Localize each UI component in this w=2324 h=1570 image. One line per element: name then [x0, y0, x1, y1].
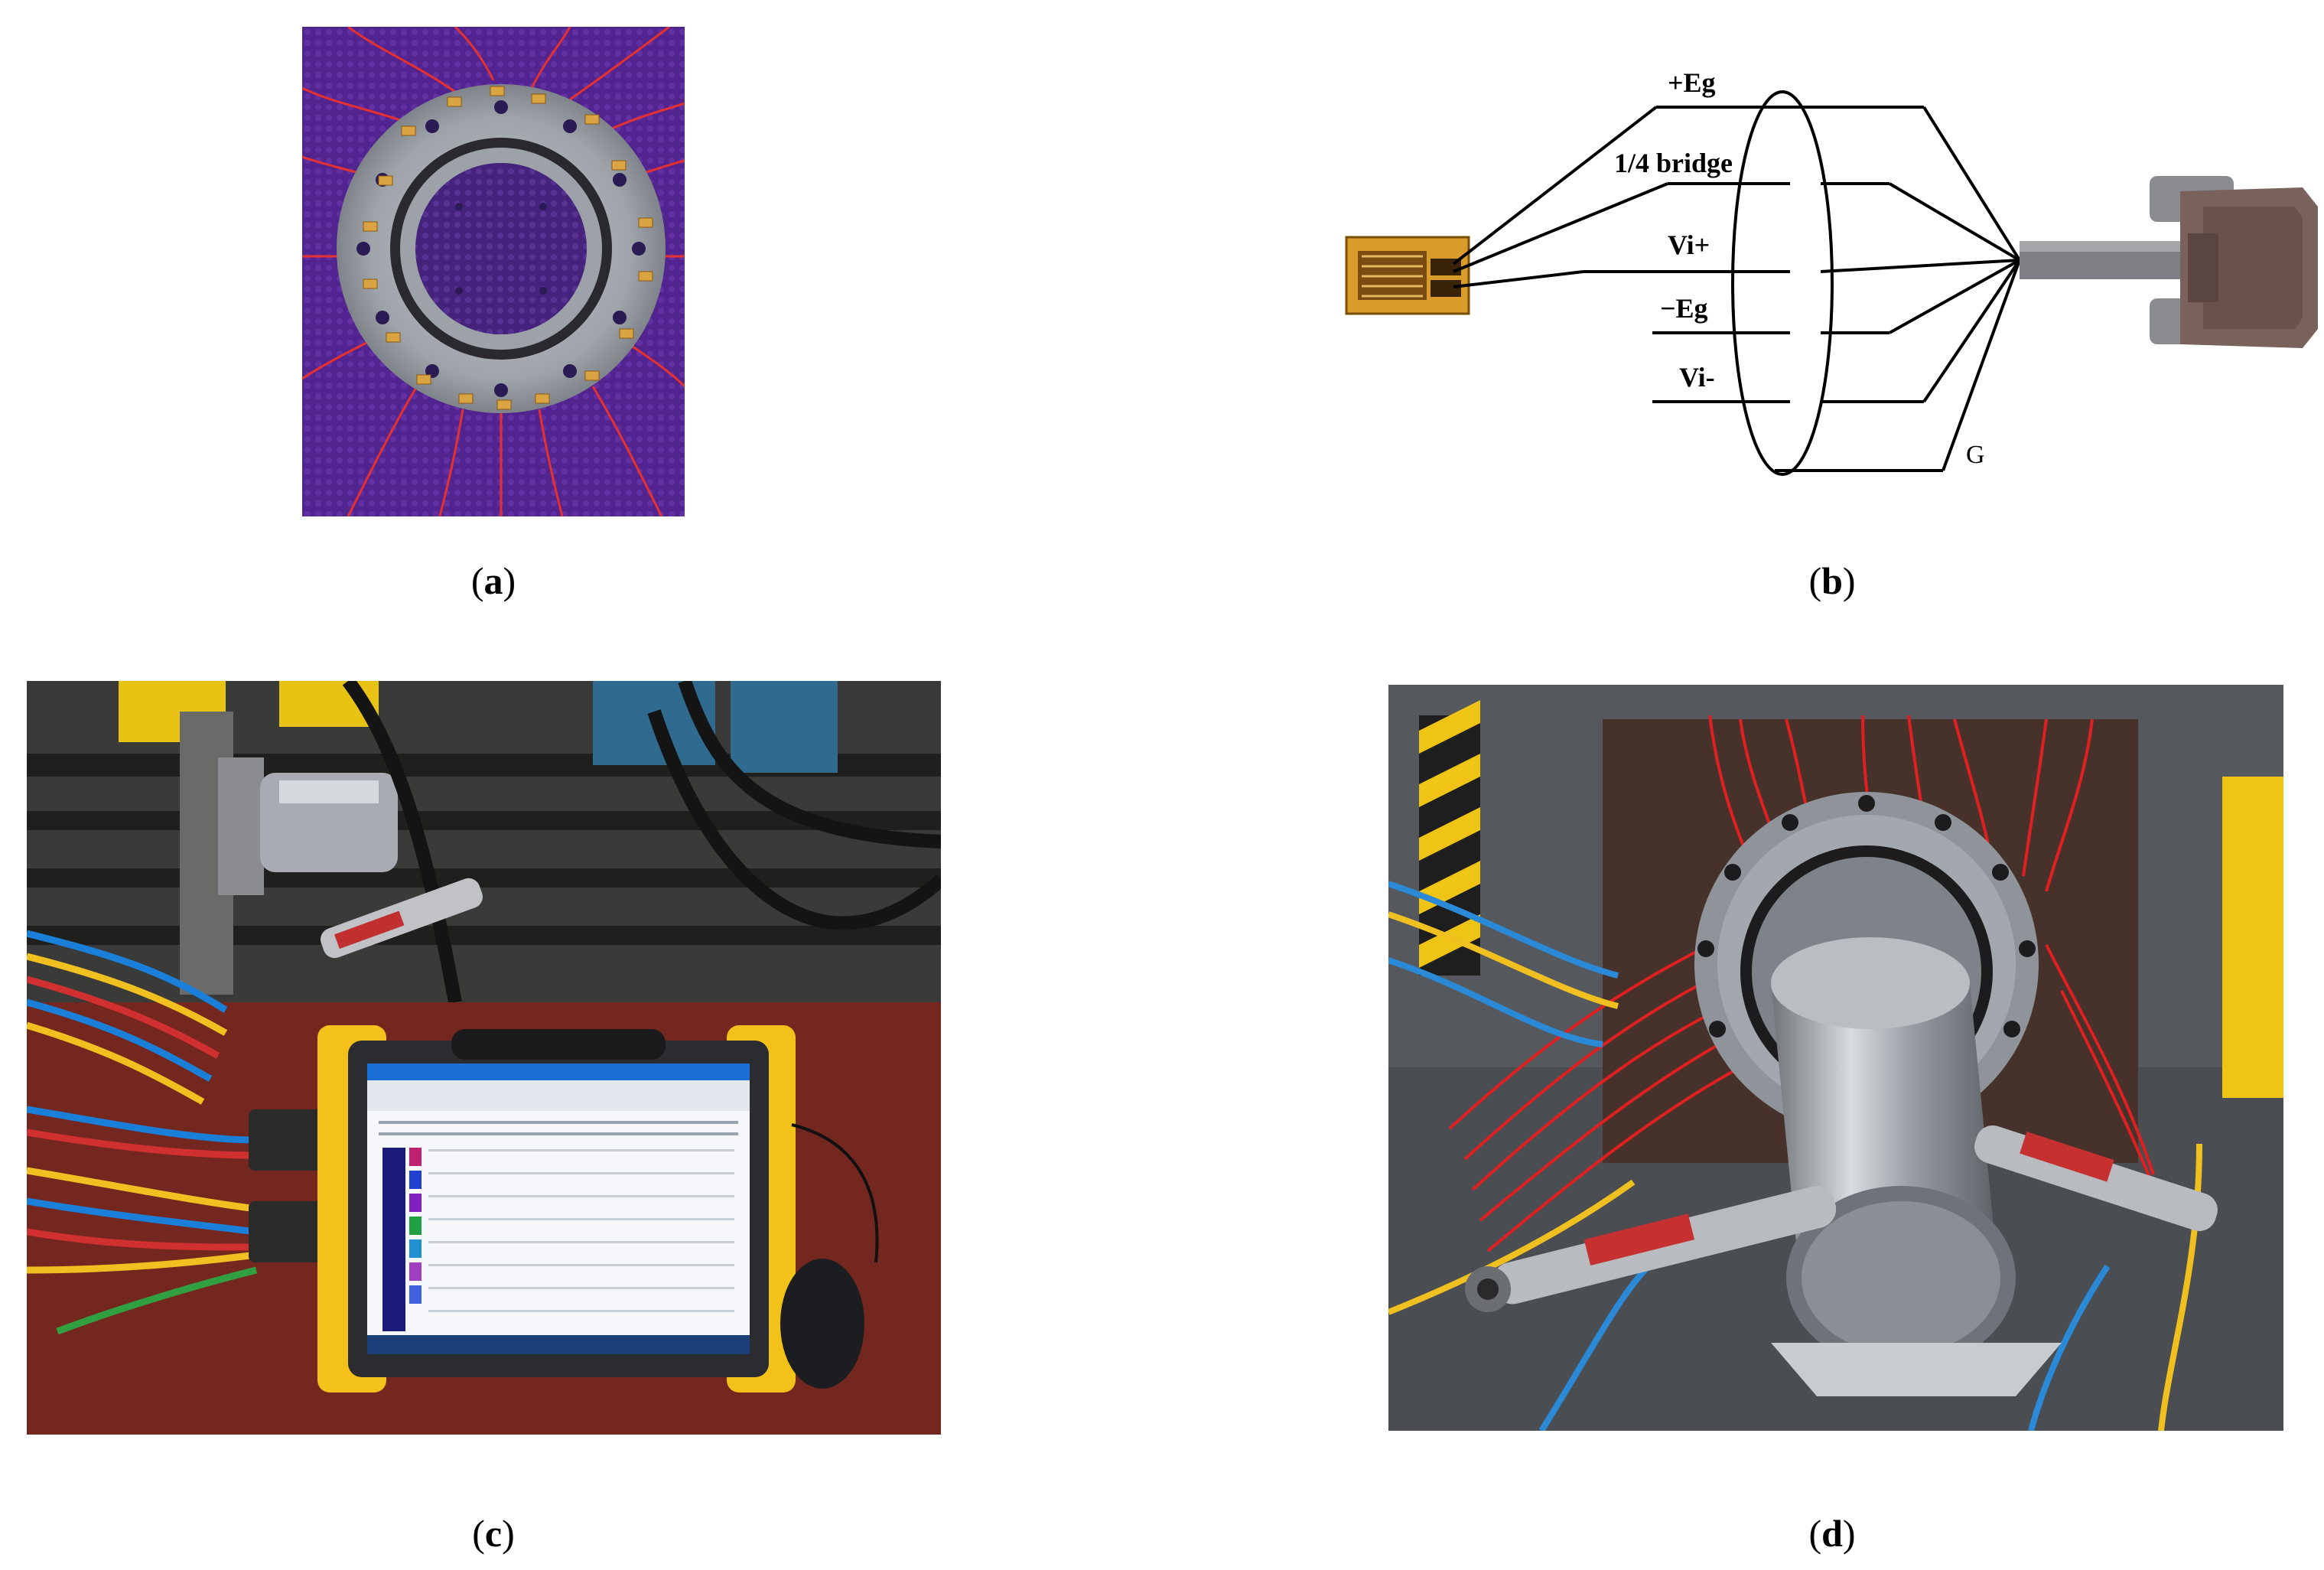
caption-a: (a)	[470, 559, 516, 602]
label-quarter-bridge: 1/4 bridge	[1614, 148, 1733, 178]
label-vi-plus: Vi+	[1668, 230, 1710, 260]
label-ground: G	[1966, 441, 1985, 469]
dsub-connector-icon	[2020, 176, 2318, 348]
caption-b: (b)	[1808, 559, 1856, 602]
tablet-daq	[317, 1025, 796, 1392]
caption-c: (c)	[472, 1512, 515, 1555]
panel-c-daq-photo	[27, 681, 941, 1435]
daq-photo-svg	[27, 681, 941, 1435]
test-rig-photo-svg	[1388, 685, 2283, 1431]
label-eg-minus: −Eg	[1660, 293, 1708, 324]
panel-d-test-rig-photo	[1388, 685, 2283, 1431]
label-vi-minus: Vi-	[1679, 362, 1715, 392]
strain-gauge-icon	[1345, 236, 1470, 315]
wiring-diagram-svg: +Eg 1/4 bridge Vi+ −Eg Vi- G	[1345, 67, 2318, 476]
panel-a-flange-photo	[302, 27, 685, 516]
panel-b-wiring-diagram: +Eg 1/4 bridge Vi+ −Eg Vi- G	[1331, 54, 2324, 497]
caption-d: (d)	[1808, 1512, 1856, 1555]
label-eg-plus: +Eg	[1668, 67, 1716, 98]
flange-photo-svg	[302, 27, 685, 516]
